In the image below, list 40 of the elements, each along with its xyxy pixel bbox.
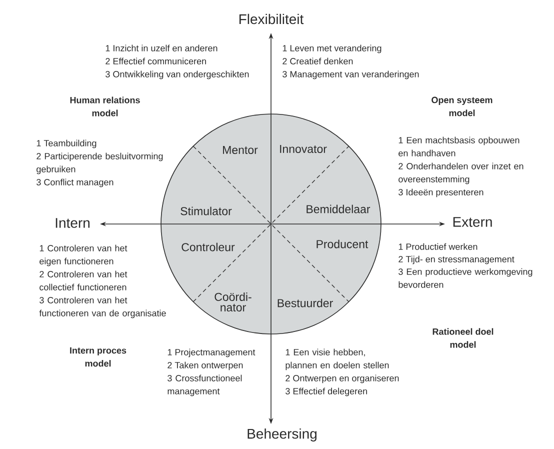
list-item: 2 Taken ontwerpen: [168, 362, 243, 370]
axis-label: Flexibiliteit: [239, 14, 304, 24]
list-item: 2 Effectief communiceren: [106, 58, 206, 64]
list-item: 1 Controleren van het eigen functioneren: [40, 244, 128, 266]
role-label: Stimulator: [180, 206, 232, 216]
list-item: 3 Een productieve werkomgeving bevorderen: [398, 268, 532, 288]
model-heading: Open systeem model: [432, 96, 492, 116]
role-label: Bemiddelaar: [306, 204, 370, 214]
role-label: Controleur: [182, 242, 235, 252]
model-heading: Rationeel doel model: [432, 328, 494, 348]
role-label: Mentor: [223, 146, 258, 154]
role-label: Coördi- nator: [214, 292, 252, 312]
list-item: 2 Tijd- en stressmanagement: [398, 256, 514, 264]
model-heading: Human relations model: [70, 96, 140, 116]
list-item: 1 Een visie hebben, plannen en doelen stellen: [286, 348, 389, 370]
list-item: 3 Ontwikkeling van ondergeschikten: [106, 70, 249, 80]
list-item: 1 Teambuilding: [36, 140, 96, 148]
list-item: 1 Leven met verandering: [282, 44, 382, 54]
list-item: 1 Projectmanagement: [168, 348, 256, 358]
list-item: 1 Productief werken: [398, 243, 478, 250]
axis-label: Beheersing: [248, 428, 316, 442]
list-item: 3 Controleren van het functioneren van de organisatie: [39, 296, 166, 318]
role-label: Innovator: [280, 145, 327, 153]
role-label: Bestuurder: [278, 298, 333, 308]
list-item: 2 Controleren van het collectief functioneren: [40, 270, 128, 290]
list-item: 2 Onderhandelen over inzet en overeenstemming: [398, 162, 524, 184]
axis-label: Intern: [56, 218, 90, 228]
list-item: 3 Ideeën presenteren: [398, 188, 484, 198]
list-item: 3 Crossfunctioneel management: [168, 374, 242, 396]
list-item: 2 Ontwerpen en organiseren: [286, 374, 399, 384]
list-item: 3 Effectief delegeren: [286, 388, 367, 396]
list-item: 2 Creatief denken: [282, 58, 353, 64]
list-item: 1 Een machtsbasis opbouwen en handhaven: [398, 136, 520, 156]
list-item: 3 Management van veranderingen: [282, 70, 419, 80]
model-heading: Intern proces model: [70, 347, 126, 367]
list-item: 2 Participerende besluitvorming gebruiken: [36, 152, 163, 174]
role-label: Producent: [316, 240, 368, 248]
list-item: 3 Conflict managen: [36, 178, 114, 188]
list-item: 1 Inzicht in uzelf en anderen: [106, 44, 218, 52]
axis-label: Extern: [453, 217, 492, 227]
